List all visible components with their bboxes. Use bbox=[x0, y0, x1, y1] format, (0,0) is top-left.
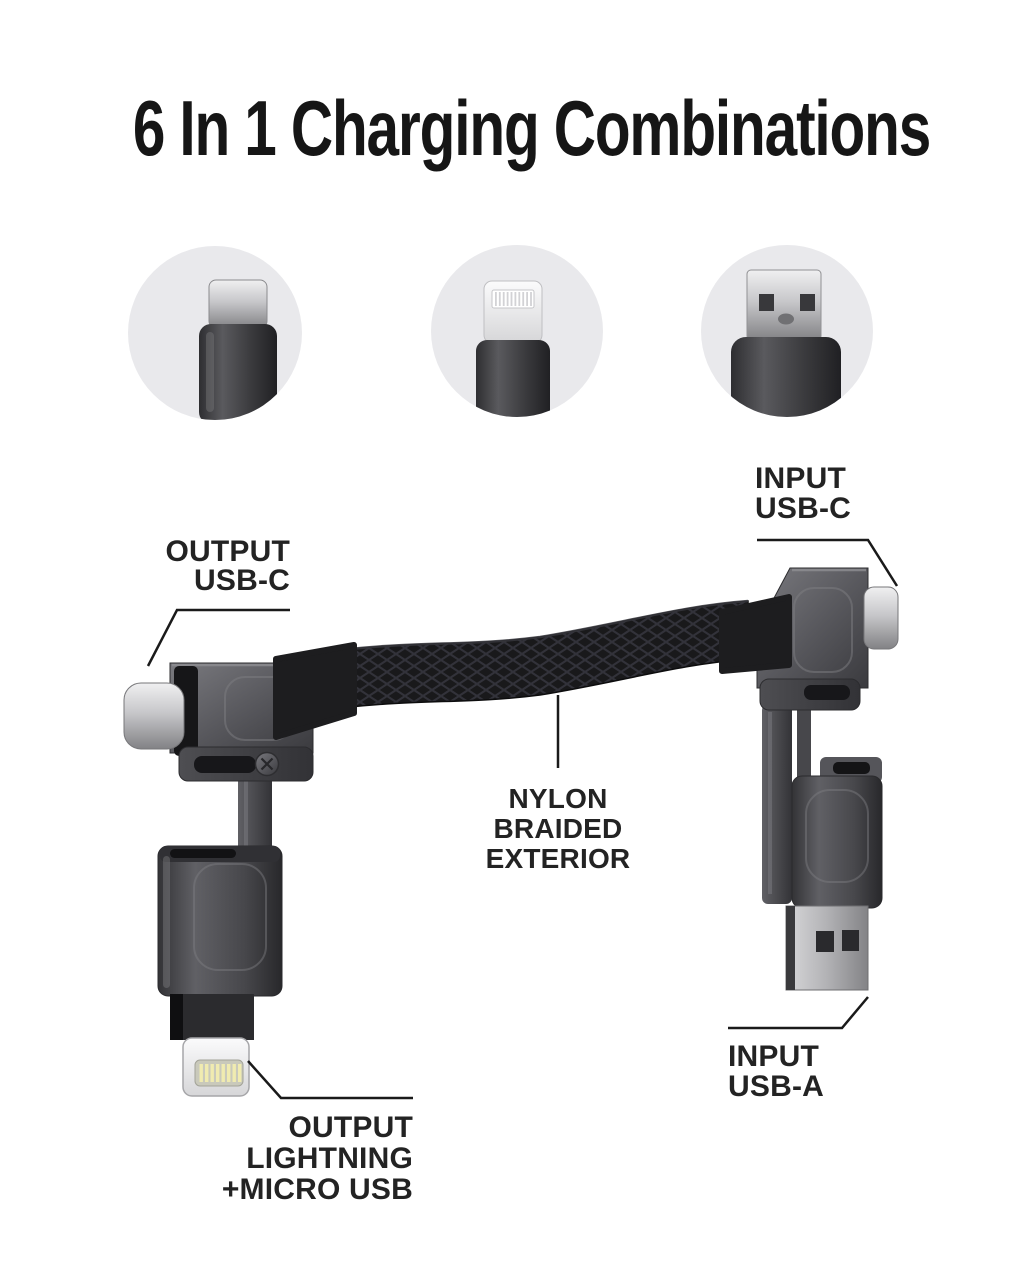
label-line: OUTPUT bbox=[288, 1111, 413, 1144]
left-connector-assembly bbox=[123, 642, 357, 1097]
usb-c-icon-circle bbox=[128, 246, 302, 420]
label-line: BRAIDED bbox=[493, 813, 623, 844]
callout-line-input-usba bbox=[728, 996, 869, 1030]
label-line: EXTERIOR bbox=[485, 843, 631, 874]
page-title: 6 In 1 Charging Combinations bbox=[0, 88, 1024, 191]
micro-usb-neck bbox=[170, 994, 254, 1040]
page-title-text: 6 In 1 Charging Combinations bbox=[132, 84, 931, 172]
label-line: USB-A bbox=[728, 1070, 824, 1103]
left-keyring-slot bbox=[194, 756, 256, 773]
label-nylon-braided-exterior: NYLON BRAIDED EXTERIOR bbox=[447, 784, 669, 874]
callout-line-output-usbc bbox=[146, 608, 290, 667]
callout-line-input-usbc bbox=[757, 538, 899, 587]
right-keyring-slot bbox=[804, 685, 850, 700]
left-cable-boot bbox=[273, 642, 357, 740]
callout-line-output-lightning bbox=[247, 1060, 413, 1100]
label-input-usba: INPUT USB-A bbox=[728, 1042, 824, 1102]
braided-cable bbox=[339, 599, 749, 709]
usb-a-plug-icon bbox=[731, 269, 841, 417]
lightning-plug-icon bbox=[476, 280, 550, 417]
right-hinge-strap bbox=[762, 704, 792, 904]
usb-a-icon-circle bbox=[701, 245, 873, 417]
label-output-lightning-micro-usb: OUTPUT LIGHTNING +MICRO USB bbox=[193, 1112, 413, 1205]
usb-c-plug-left bbox=[123, 682, 185, 750]
right-connector-assembly bbox=[719, 567, 899, 991]
label-line: USB-C bbox=[755, 492, 851, 525]
label-line: NYLON bbox=[508, 783, 608, 814]
label-line: INPUT bbox=[755, 462, 846, 495]
label-input-usbc: INPUT USB-C bbox=[755, 464, 851, 524]
label-line: LIGHTNING bbox=[246, 1142, 413, 1175]
label-line: +MICRO USB bbox=[221, 1173, 413, 1206]
label-line: OUTPUT bbox=[165, 535, 290, 568]
usb-c-plug-icon bbox=[199, 279, 277, 420]
right-cable-boot bbox=[719, 594, 792, 674]
callout-lines bbox=[146, 538, 899, 1100]
label-line: INPUT bbox=[728, 1040, 819, 1073]
label-line: USB-C bbox=[194, 564, 290, 597]
micro-usb-adapter bbox=[157, 845, 283, 997]
lightning-icon-circle bbox=[431, 245, 603, 417]
usb-c-plug-right bbox=[863, 586, 899, 650]
label-output-usbc: OUTPUT USB-C bbox=[130, 535, 290, 597]
